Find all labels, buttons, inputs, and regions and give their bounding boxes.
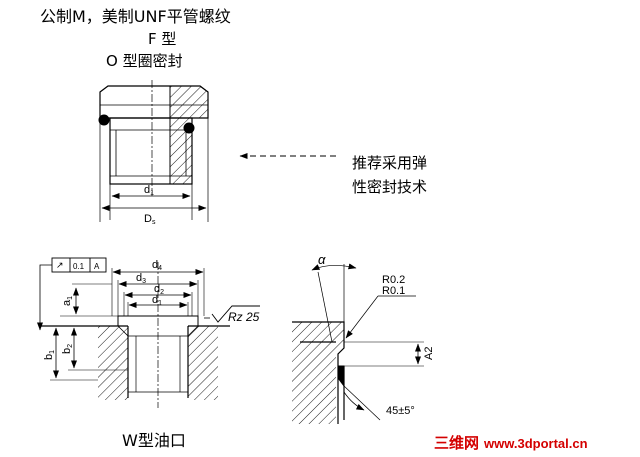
dim-a2-label: A2 [423,347,435,360]
dim-a1-label: a1 [61,296,74,306]
tolerance-symbol: ↗ [56,260,64,270]
dim-d4-label: d4 [152,259,162,272]
port-caption: W型油口 [122,431,186,450]
radius-label-1: R0.2 [382,274,405,286]
alpha-label: α [318,252,326,267]
dim-d1-port-label: d1 [152,294,162,307]
drawing-title: 公制M，美制UNF平管螺纹 [40,7,231,26]
dim-d3-label: d3 [136,272,146,285]
dim-b2-label: b2 [61,344,74,354]
dim-b1-label: b1 [43,350,56,360]
seal-label: O 型圈密封 [106,52,183,70]
tolerance-datum: A [94,262,100,271]
dim-d2-label: d2 [154,283,164,296]
watermark: 三维网 www.3dportal.cn [432,432,636,452]
radius-label-2: R0.1 [382,285,405,297]
callout-line-1: 推荐采用弹 [352,154,427,172]
f-type-plug [98,80,209,222]
tolerance-value: 0.1 [73,262,85,271]
roughness-label: Rz 25 [228,310,260,324]
dim-d1-label: d1 [144,184,154,197]
watermark-url: www.3dportal.cn [483,436,588,451]
watermark-cn: 三维网 [434,434,479,452]
angle-label: 45±5° [386,405,415,417]
dim-ds-label: Ds [144,213,156,226]
seal-edge-detail [292,263,424,424]
w-type-port [37,257,260,408]
type-label: F 型 [148,30,176,48]
callout-line-2: 性密封技术 [352,178,427,196]
